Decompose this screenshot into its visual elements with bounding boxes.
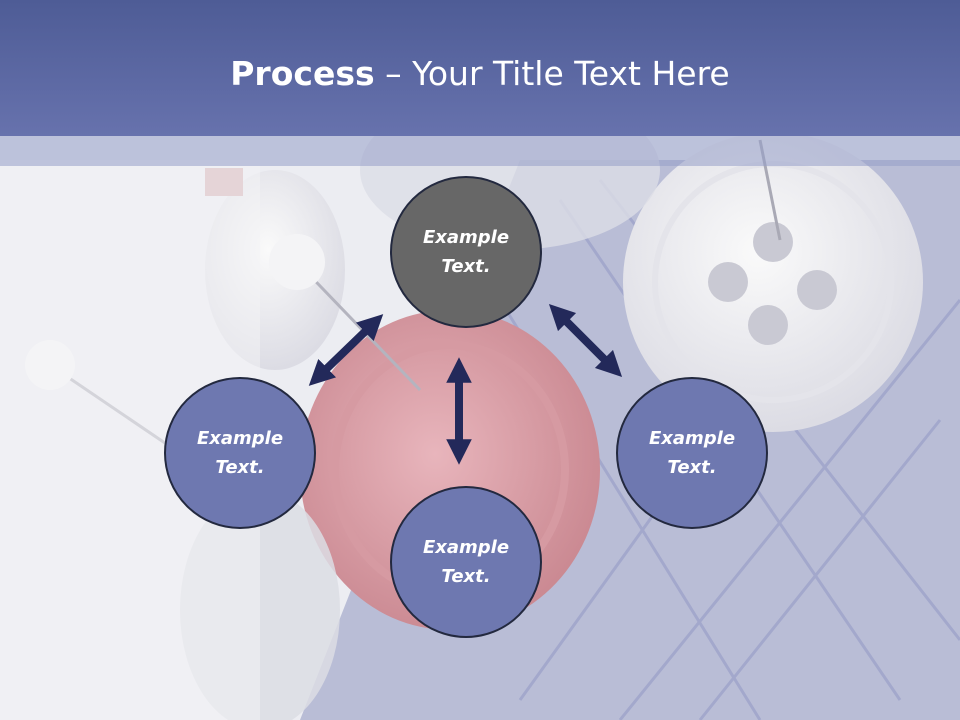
node-top-label: Example Text.	[422, 227, 510, 277]
node-top: Example Text.	[390, 176, 542, 328]
node-bottom-label: Example Text.	[422, 537, 510, 587]
header-bar	[0, 0, 960, 136]
title-bold: Process	[230, 54, 375, 93]
title-rest: – Your Title Text Here	[374, 54, 730, 93]
node-left-label: Example Text.	[196, 428, 284, 478]
slide-title: Process – Your Title Text Here	[0, 50, 960, 98]
header-strip	[0, 136, 960, 166]
node-bottom: Example Text.	[390, 486, 542, 638]
node-right-label: Example Text.	[648, 428, 736, 478]
node-left: Example Text.	[164, 377, 316, 529]
node-right: Example Text.	[616, 377, 768, 529]
